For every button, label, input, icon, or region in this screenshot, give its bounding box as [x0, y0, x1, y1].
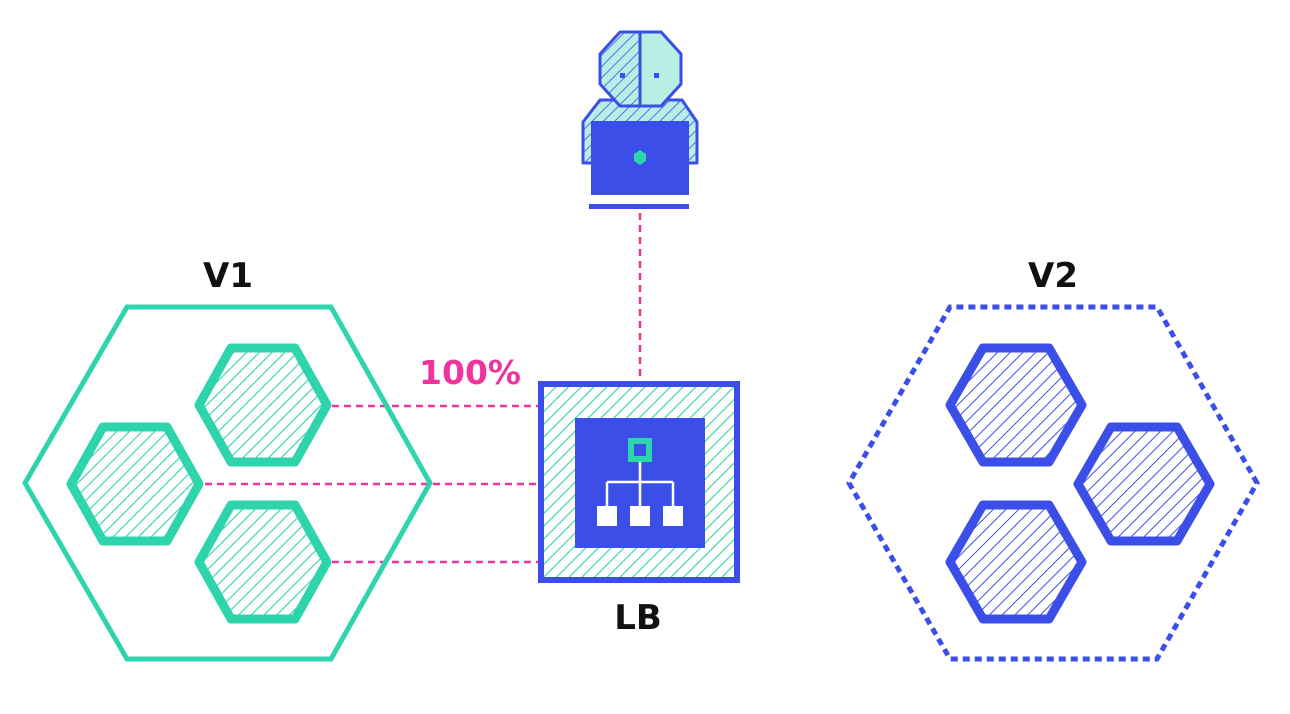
laptop-base [589, 204, 689, 209]
v1-group-hexagon [22, 304, 433, 662]
load-balancer: LB [538, 381, 740, 638]
v1-label: V1 [203, 256, 253, 296]
v1-instance-hexagon-top [194, 343, 332, 467]
v1-instance-hexagon-bottom [194, 500, 332, 624]
v1-group: V1 [22, 256, 433, 662]
network-hierarchy-icon [597, 438, 683, 526]
v2-instance-hexagon-top [945, 343, 1087, 467]
user-at-laptop-icon [581, 30, 699, 209]
laptop-logo-icon [634, 150, 646, 165]
lb-label: LB [614, 598, 662, 638]
v1-instance-hexagon-middle [66, 422, 204, 546]
connections [205, 213, 642, 564]
user-eye-left [620, 73, 625, 78]
v2-instance-hexagon-right [1073, 422, 1215, 546]
v2-group: V2 [846, 256, 1260, 662]
user-eye-right [654, 73, 659, 78]
v2-group-hexagon [846, 304, 1260, 662]
v2-instance-hexagon-bottom [945, 500, 1087, 624]
traffic-percentage-label: 100% [419, 353, 521, 392]
v2-label: V2 [1028, 256, 1078, 296]
